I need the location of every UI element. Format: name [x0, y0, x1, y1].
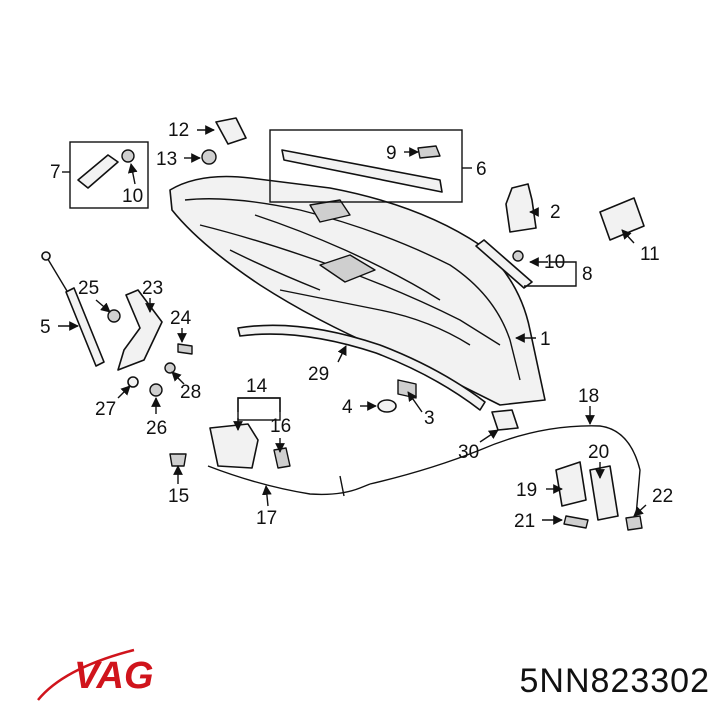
pad-11: [599, 197, 645, 241]
callout-15: 15: [168, 486, 189, 507]
handle-20: [589, 465, 619, 521]
callout-19: 19: [516, 480, 537, 501]
bracket-group-7: [69, 141, 149, 209]
callout-27: 27: [95, 399, 116, 420]
nut-28: [164, 362, 176, 374]
callout-9: 9: [386, 143, 397, 164]
callout-1: 1: [540, 329, 551, 350]
nut-13: [201, 149, 217, 165]
callout-13: 13: [156, 149, 177, 170]
callout-18: 18: [578, 386, 599, 407]
grommet-3: [397, 379, 417, 399]
leader-lines: [58, 125, 647, 525]
callout-10-left: 10: [122, 186, 143, 207]
bolt-15: [169, 453, 187, 467]
bracket-19: [555, 461, 587, 507]
callout-8: 8: [582, 264, 593, 285]
callout-6: 6: [476, 159, 487, 180]
clip-22: [625, 515, 643, 531]
bumper-30: [491, 409, 519, 431]
callout-2: 2: [550, 202, 561, 223]
callout-16: 16: [270, 416, 291, 437]
callout-17: 17: [256, 508, 277, 529]
callout-29: 29: [308, 364, 329, 385]
part-number: 5NN823302: [519, 662, 710, 700]
bolt-25: [107, 309, 121, 323]
callout-12: 12: [168, 120, 189, 141]
bolt-21: [563, 515, 589, 529]
hood-panel: [169, 175, 546, 406]
callout-28: 28: [180, 382, 201, 403]
vag-logo-text: VAG: [74, 655, 154, 697]
clip-12: [215, 117, 247, 145]
release-cable: [207, 425, 641, 517]
hinge-23: [117, 289, 163, 371]
callout-30: 30: [458, 442, 479, 463]
bolt-24: [177, 343, 193, 355]
callout-7: 7: [50, 162, 61, 183]
callout-10-right: 10: [544, 252, 565, 273]
callout-labels: 1 2 3 4 5 6 7 8 9 10 10 11 12 13 14 15 1…: [40, 120, 673, 532]
callout-4: 4: [342, 397, 353, 418]
callout-21: 21: [514, 511, 535, 532]
callout-25: 25: [78, 278, 99, 299]
callout-20: 20: [588, 442, 609, 463]
callout-11: 11: [640, 244, 660, 265]
ring-4: [377, 399, 397, 413]
callout-23: 23: [142, 278, 163, 299]
seal-strip-29: [237, 324, 486, 411]
nut-26: [149, 383, 163, 397]
trim-strip-group-6: [269, 129, 463, 203]
callout-3: 3: [424, 408, 435, 429]
vag-logo: VAG: [37, 648, 154, 701]
strip-8: [475, 239, 533, 289]
callout-5: 5: [40, 317, 51, 338]
washer-27: [127, 376, 139, 388]
gas-strut-5: [41, 251, 105, 367]
callout-26: 26: [146, 418, 167, 439]
callout-24: 24: [170, 308, 192, 329]
buffer-2: [505, 183, 537, 233]
callout-22: 22: [652, 486, 673, 507]
callout-14: 14: [246, 376, 268, 397]
